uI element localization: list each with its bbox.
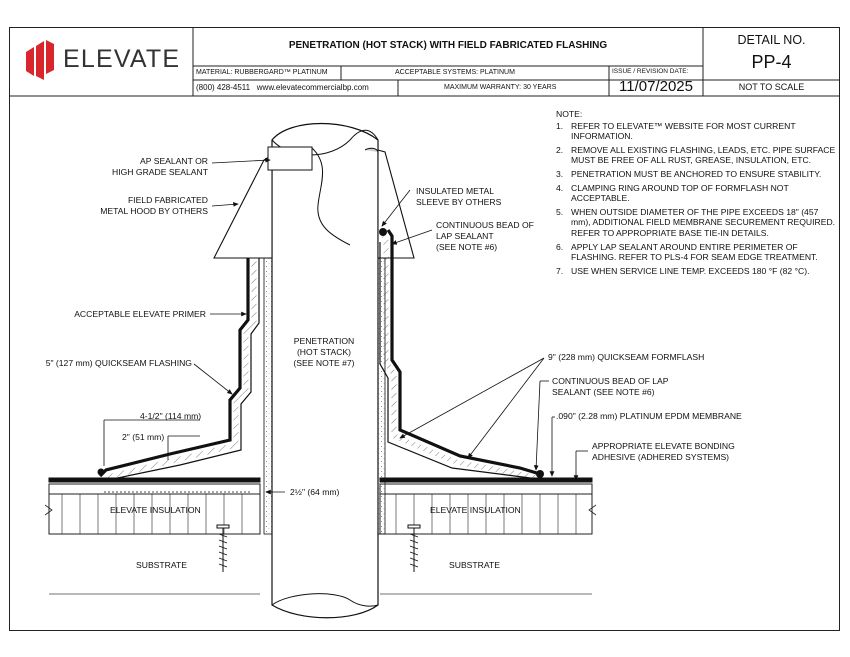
label-primer: ACCEPTABLE ELEVATE PRIMER <box>74 309 206 319</box>
note-item: 2. REMOVE ALL EXISTING FLASHING, LEADS, E… <box>556 145 840 166</box>
label-substrate-left: SUBSTRATE <box>136 560 187 570</box>
contact-text: (800) 428-4511 www.elevatecommercialbp.c… <box>196 83 369 92</box>
label-adhesive-line1: APPROPRIATE ELEVATE BONDING <box>592 441 735 451</box>
label-ap-sealant: AP SEALANT OR HIGH GRADE SEALANT <box>90 156 208 178</box>
label-bead-top-line3: (SEE NOTE #6) <box>436 242 498 252</box>
label-dim-4-5: 4-1/2" (114 mm) <box>140 411 202 421</box>
note-text: WHEN OUTSIDE DIAMETER OF THE PIPE EXCEED… <box>571 206 836 238</box>
label-bead-low-line2: SEALANT (SEE NOTE #6) <box>552 387 655 397</box>
note-item: 3. PENETRATION MUST BE ANCHORED TO ENSURE… <box>556 169 840 180</box>
pipe <box>271 122 379 619</box>
note-item: 6. APPLY LAP SEALANT AROUND ENTIRE PERIME… <box>556 242 840 263</box>
fastener-left <box>216 524 230 572</box>
label-insulation-left: ELEVATE INSULATION <box>110 505 201 515</box>
note-text: USE WHEN SERVICE LINE TEMP. EXCEEDS 180 … <box>571 265 810 276</box>
lap-sealant-bead-left <box>97 468 105 476</box>
lap-sealant-bead-low <box>536 470 544 478</box>
detail-number: PP-4 <box>751 52 792 72</box>
note-number: 1. <box>556 120 564 131</box>
label-membrane: .090" (2.28 mm) PLATINUM EPDM MEMBRANE <box>556 411 742 421</box>
label-lap-sealant-low: CONTINUOUS BEAD OF LAP SEALANT (SEE NOTE… <box>552 376 669 398</box>
note-text: REMOVE ALL EXISTING FLASHING, LEADS, ETC… <box>571 144 836 166</box>
drawing-sheet-border <box>9 27 840 631</box>
flashing-right <box>379 229 547 481</box>
label-sleeve-line1: INSULATED METAL <box>416 186 494 196</box>
label-ap-sealant-line1: AP SEALANT OR <box>140 156 208 166</box>
label-metal-hood-line2: METAL HOOD BY OTHERS <box>100 206 208 216</box>
label-formflash: 9" (228 mm) QUICKSEAM FORMFLASH <box>548 352 705 362</box>
note-text: PENETRATION MUST BE ANCHORED TO ENSURE S… <box>571 168 822 179</box>
label-metal-hood-line1: FIELD FABRICATED <box>127 195 208 205</box>
insulation-right <box>379 483 597 535</box>
note-number: 3. <box>556 168 564 179</box>
issue-date-label: ISSUE / REVISION DATE: <box>612 68 689 75</box>
note-text: CLAMPING RING AROUND TOP OF FORMFLASH NO… <box>571 182 789 204</box>
label-metal-hood: FIELD FABRICATED METAL HOOD BY OTHERS <box>70 195 208 217</box>
lap-sealant-bead-top <box>379 228 387 236</box>
note-number: 7. <box>556 265 564 276</box>
label-adhesive-line2: ADHESIVE (ADHERED SYSTEMS) <box>592 452 730 462</box>
label-lap-sealant-top: CONTINUOUS BEAD OF LAP SEALANT (SEE NOTE… <box>436 220 534 253</box>
insulation-left <box>44 483 261 535</box>
leader-lines <box>193 157 588 495</box>
note-number: 6. <box>556 241 564 252</box>
label-penetration-line2: (HOT STACK) <box>296 347 352 357</box>
label-insulation-right: ELEVATE INSULATION <box>430 505 521 515</box>
label-sleeve-line2: SLEEVE BY OTHERS <box>416 197 502 207</box>
revision-date: 11/07/2025 <box>619 78 693 95</box>
note-number: 4. <box>556 182 564 193</box>
notes-panel: NOTE: 1. REFER TO ELEVATE™ WEBSITE FOR MO… <box>556 109 840 279</box>
label-penetration-line1: PENETRATION <box>293 336 355 346</box>
flashing-left <box>98 258 260 481</box>
note-item: 1. REFER TO ELEVATE™ WEBSITE FOR MOST CUR… <box>556 121 840 142</box>
label-insulated-sleeve: INSULATED METAL SLEEVE BY OTHERS <box>416 186 501 208</box>
note-text: APPLY LAP SEALANT AROUND ENTIRE PERIMETE… <box>571 241 818 263</box>
detail-no-label: DETAIL NO. <box>737 33 806 47</box>
note-number: 5. <box>556 206 564 217</box>
label-bead-low-line1: CONTINUOUS BEAD OF LAP <box>552 376 669 386</box>
label-dim-2-5: 2½" (64 mm) <box>290 487 340 497</box>
note-item: 4. CLAMPING RING AROUND TOP OF FORMFLASH … <box>556 183 840 204</box>
label-dim-2: 2" (51 mm) <box>122 432 165 442</box>
detail-title: PENETRATION (HOT STACK) WITH FIELD FABRI… <box>288 40 608 51</box>
note-item: 5. WHEN OUTSIDE DIAMETER OF THE PIPE EXCE… <box>556 207 840 239</box>
label-penetration: PENETRATION (HOT STACK) (SEE NOTE #7) <box>276 336 372 369</box>
label-quickseam-flashing: 5" (127 mm) QUICKSEAM FLASHING <box>45 358 192 368</box>
scale-text: NOT TO SCALE <box>738 82 805 92</box>
label-bead-top-line1: CONTINUOUS BEAD OF <box>436 220 534 230</box>
systems-text: ACCEPTABLE SYSTEMS: PLATINUM <box>395 69 515 76</box>
note-number: 2. <box>556 144 564 155</box>
warranty-text: MAXIMUM WARRANTY: 30 YEARS <box>444 84 557 91</box>
fastener-right <box>407 524 421 572</box>
note-item: 7. USE WHEN SERVICE LINE TEMP. EXCEEDS 18… <box>556 266 840 277</box>
notes-heading: NOTE: <box>556 109 583 119</box>
label-penetration-line3: (SEE NOTE #7) <box>293 358 355 368</box>
label-substrate-right: SUBSTRATE <box>449 560 500 570</box>
dimension-lines <box>103 419 252 493</box>
sleeve-left <box>263 257 273 535</box>
material-text: MATERIAL: RUBBERGARD™ PLATINUM <box>196 69 328 76</box>
epdm-membrane <box>48 477 593 483</box>
brand-name: ELEVATE <box>63 45 181 73</box>
label-ap-sealant-line2: HIGH GRADE SEALANT <box>112 167 208 177</box>
label-adhesive: APPROPRIATE ELEVATE BONDING ADHESIVE (AD… <box>592 441 735 463</box>
label-bead-top-line2: LAP SEALANT <box>436 231 494 241</box>
note-text: REFER TO ELEVATE™ WEBSITE FOR MOST CURRE… <box>571 120 796 142</box>
